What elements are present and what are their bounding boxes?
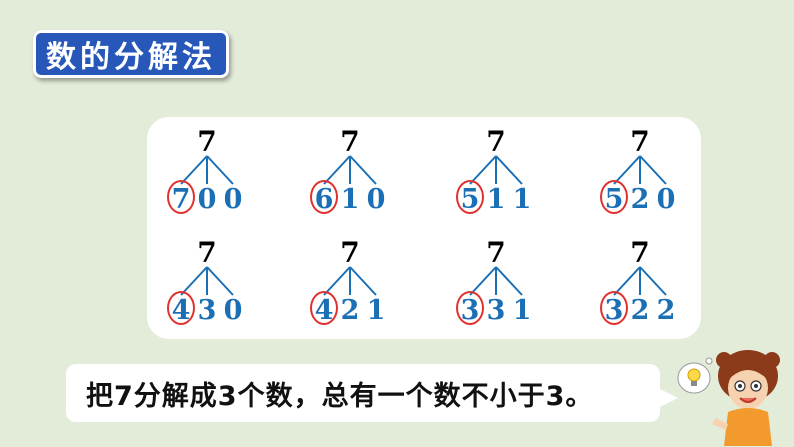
part-2: 2: [340, 295, 360, 326]
tree-root: 7: [630, 236, 650, 269]
highlight-circle: [456, 180, 484, 214]
decomposition-panel: 7 7 0 0 7 6 1 0 7 5 1 1 7 5 2 0 7 4 3 0: [147, 117, 701, 339]
part-2: 1: [340, 184, 360, 215]
highlight-circle: [600, 291, 628, 325]
tree-branches: [323, 266, 377, 296]
tree-root: 7: [340, 236, 360, 269]
highlight-circle: [167, 180, 195, 214]
tree-branches: [469, 155, 523, 185]
tree-2: 7 5 1 1: [446, 120, 546, 220]
highlight-circle: [456, 291, 484, 325]
tree-branches: [613, 266, 667, 296]
highlight-circle: [310, 180, 338, 214]
tree-4: 7 4 3 0: [157, 231, 257, 331]
tree-root: 7: [486, 236, 506, 269]
tree-7: 7 3 2 2: [590, 231, 690, 331]
part-1: 5: [604, 184, 624, 215]
part-1: 6: [314, 184, 334, 215]
part-3: 0: [223, 184, 243, 215]
highlight-circle: [310, 291, 338, 325]
tree-3: 7 5 2 0: [590, 120, 690, 220]
speech-bubble: 把7分解成3个数，总有一个数不小于3。: [66, 364, 678, 422]
tree-5: 7 4 2 1: [300, 231, 400, 331]
page-title: 数的分解法: [46, 40, 216, 75]
tree-branches: [180, 266, 234, 296]
part-2: 1: [486, 184, 506, 215]
tree-branches: [469, 266, 523, 296]
tree-root: 7: [340, 125, 360, 158]
part-3: 0: [223, 295, 243, 326]
part-3: 2: [656, 295, 676, 326]
highlight-circle: [600, 180, 628, 214]
part-2: 2: [630, 184, 650, 215]
tree-root: 7: [486, 125, 506, 158]
part-1: 3: [460, 295, 480, 326]
tree-root: 7: [630, 125, 650, 158]
tree-branches: [613, 155, 667, 185]
part-1: 4: [171, 295, 191, 326]
part-3: 1: [512, 295, 532, 326]
bubble-tail: [658, 388, 678, 408]
teacher-girl-illustration: [677, 350, 780, 446]
part-2: 0: [197, 184, 217, 215]
tree-root: 7: [197, 125, 217, 158]
part-3: 0: [656, 184, 676, 215]
part-1: 7: [171, 184, 191, 215]
part-3: 0: [366, 184, 386, 215]
tree-6: 7 3 3 1: [446, 231, 546, 331]
lightbulb-icon: [677, 357, 713, 394]
part-1: 3: [604, 295, 624, 326]
statement-text: 把7分解成3个数，总有一个数不小于3。: [86, 380, 594, 412]
tree-branches: [323, 155, 377, 185]
part-2: 3: [486, 295, 506, 326]
part-2: 2: [630, 295, 650, 326]
part-2: 3: [197, 295, 217, 326]
tree-1: 7 6 1 0: [300, 120, 400, 220]
tree-branches: [180, 155, 234, 185]
part-1: 4: [314, 295, 334, 326]
title-badge: 数的分解法: [33, 30, 229, 78]
part-3: 1: [512, 184, 532, 215]
tree-0: 7 7 0 0: [157, 120, 257, 220]
part-3: 1: [366, 295, 386, 326]
tree-root: 7: [197, 236, 217, 269]
highlight-circle: [167, 291, 195, 325]
part-1: 5: [460, 184, 480, 215]
